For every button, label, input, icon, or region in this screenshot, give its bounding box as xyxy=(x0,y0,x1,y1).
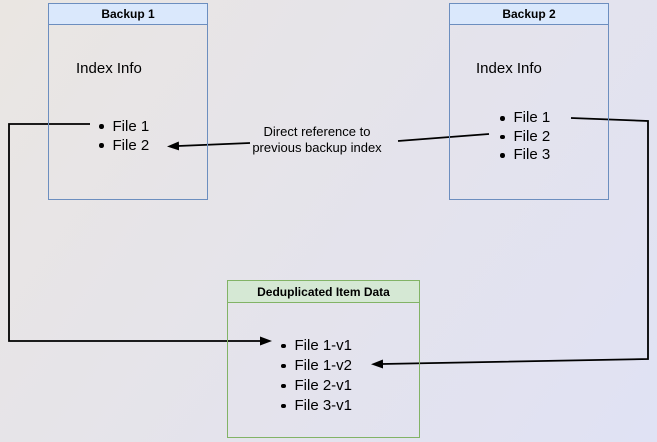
file-label: File 2 xyxy=(513,127,551,145)
bullet-icon xyxy=(281,383,286,389)
list-item: File 1-v2 xyxy=(281,356,352,376)
backup2-box: Backup 2 Index Info File 1 File 2 File 3 xyxy=(449,3,609,200)
file-label: File 2-v1 xyxy=(294,377,353,394)
list-item: File 3 xyxy=(500,146,550,165)
bullet-icon xyxy=(281,343,286,349)
dedup-box: Deduplicated Item Data File 1-v1 File 1-… xyxy=(227,280,420,438)
edge-label-direct-reference: Direct reference to previous backup inde… xyxy=(236,124,398,156)
list-item: File 2 xyxy=(500,128,550,147)
backup1-header: Backup 1 xyxy=(49,4,207,25)
file-label: File 2 xyxy=(112,137,150,154)
bullet-icon xyxy=(99,143,104,148)
backup2-title: Backup 2 xyxy=(502,7,556,21)
backup2-header: Backup 2 xyxy=(450,4,608,25)
file-label: File 1 xyxy=(513,109,551,126)
bullet-icon xyxy=(99,124,104,129)
file-label: File 1-v1 xyxy=(294,337,353,354)
list-item: File 2-v1 xyxy=(281,376,352,396)
backup2-file-list: File 1 File 2 File 3 xyxy=(500,109,550,165)
file-label: File 1 xyxy=(112,118,150,135)
list-item: File 3-v1 xyxy=(281,396,352,416)
edge-label-line1: Direct reference to xyxy=(263,124,371,139)
backup1-index-info-heading: Index Info xyxy=(76,60,142,77)
bullet-icon xyxy=(281,363,286,369)
file-label: File 3-v1 xyxy=(294,397,353,414)
backup2-index-info-heading: Index Info xyxy=(476,60,542,77)
dedup-title: Deduplicated Item Data xyxy=(257,284,390,299)
bullet-icon xyxy=(500,153,505,158)
list-item: File 1 xyxy=(99,117,149,136)
dedup-header: Deduplicated Item Data xyxy=(228,281,419,303)
list-item: File 2 xyxy=(99,136,149,155)
file-label: File 3 xyxy=(513,146,551,163)
bullet-icon xyxy=(500,134,505,139)
dedup-file-list: File 1-v1 File 1-v2 File 2-v1 File 3-v1 xyxy=(281,336,352,416)
backup1-file-list: File 1 File 2 xyxy=(99,117,149,155)
file-label: File 1-v2 xyxy=(294,357,353,374)
bullet-icon xyxy=(500,116,505,121)
list-item: File 1 xyxy=(500,109,550,128)
backup1-title: Backup 1 xyxy=(101,7,155,21)
list-item: File 1-v1 xyxy=(281,336,352,356)
edge-label-line2: previous backup index xyxy=(252,140,382,155)
bullet-icon xyxy=(281,403,286,409)
backup1-box: Backup 1 Index Info File 1 File 2 xyxy=(48,3,208,200)
